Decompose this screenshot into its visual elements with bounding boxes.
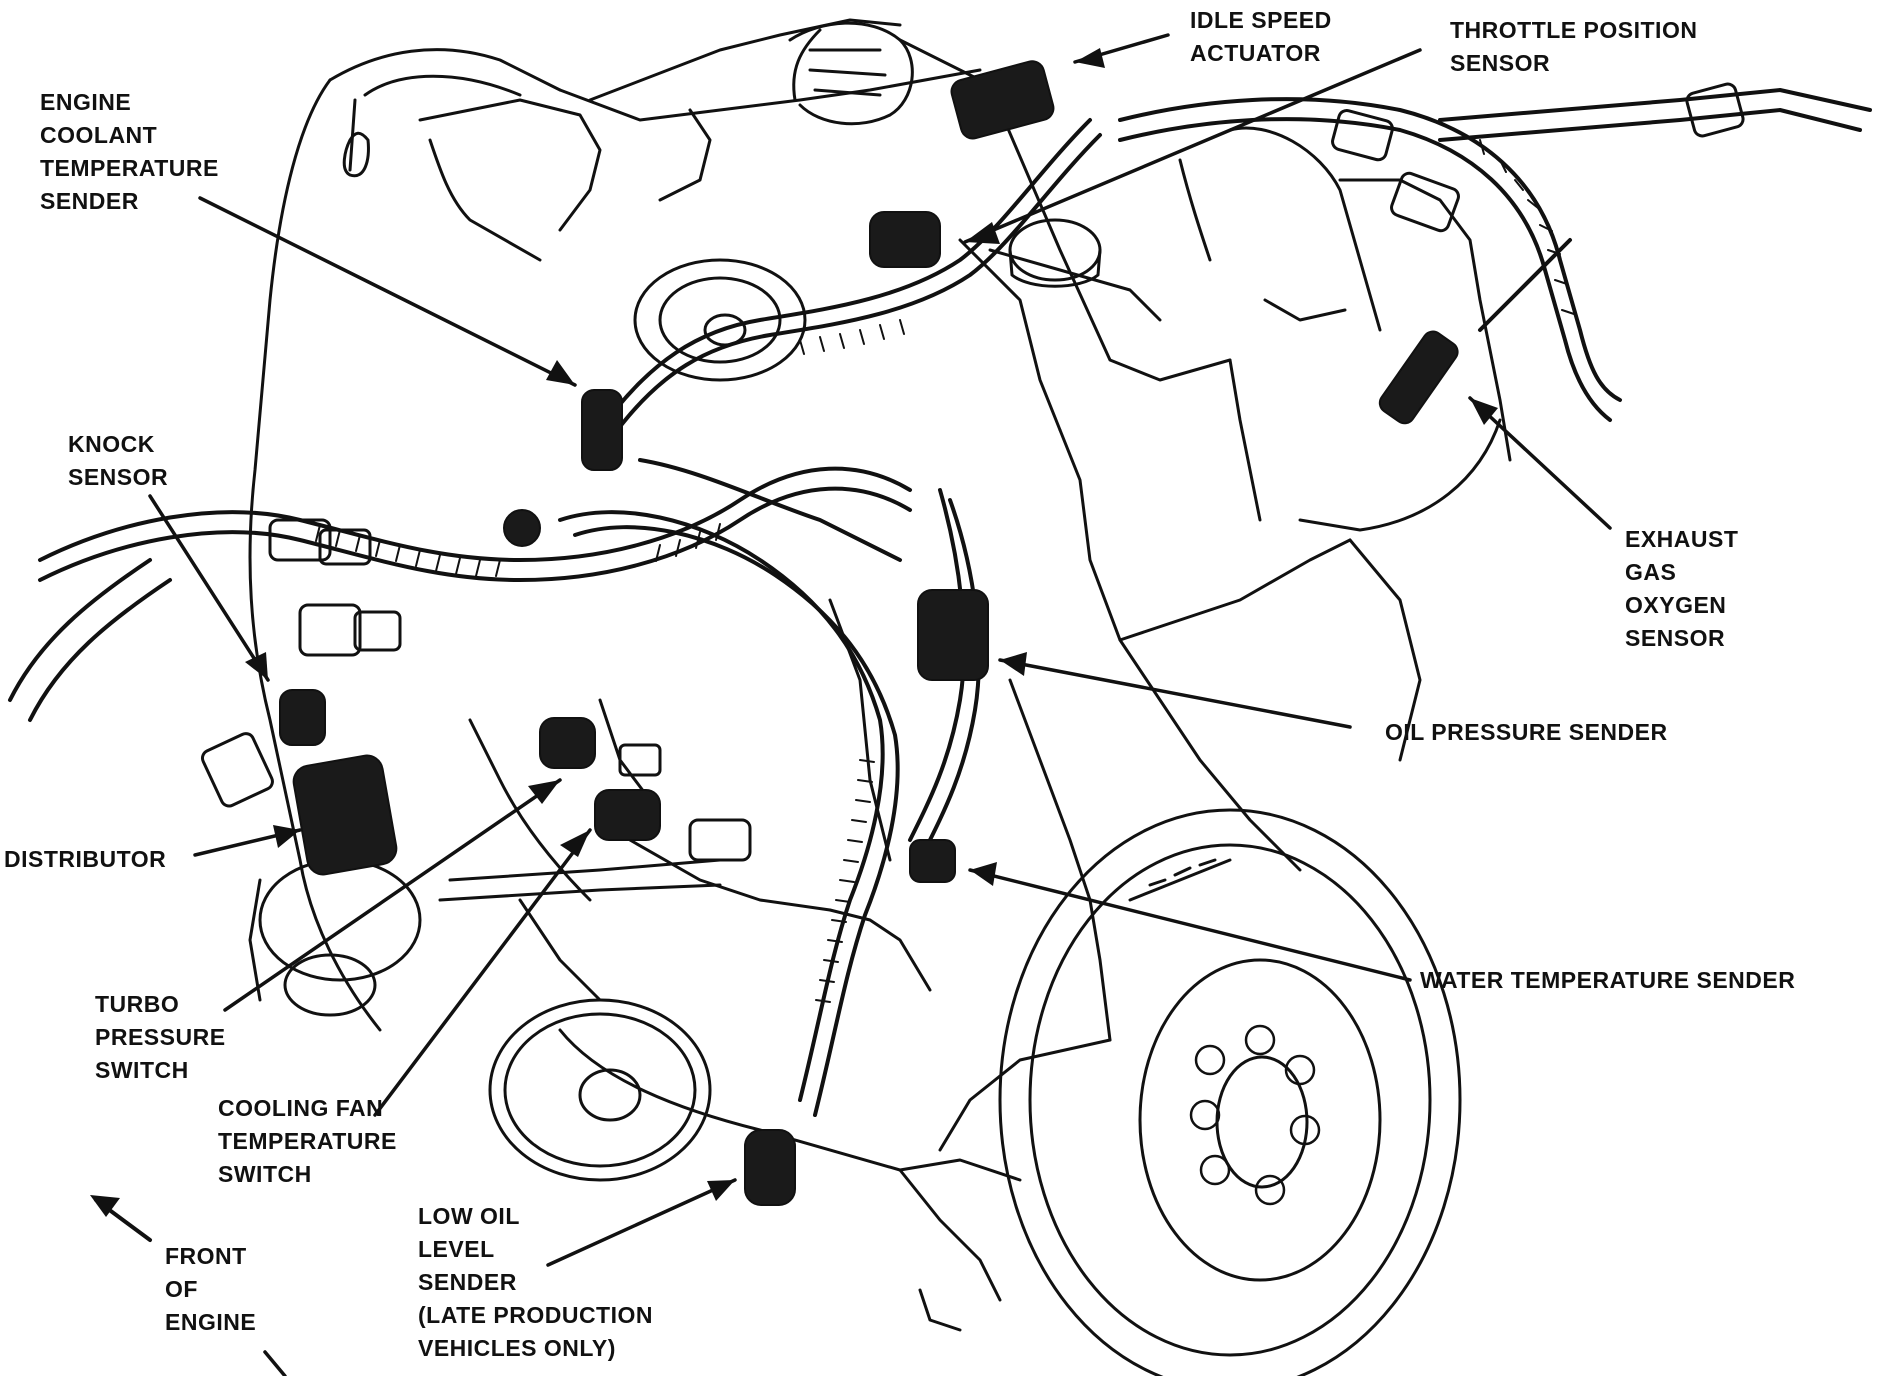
harness-connectors — [200, 82, 1745, 862]
sensor-bodies — [279, 60, 1459, 1206]
label-distributor: DISTRIBUTOR — [4, 843, 166, 876]
label-cooling-fan-temperature-switch: COOLING FAN TEMPERATURE SWITCH — [218, 1092, 397, 1191]
throttle-position-sensor-body — [869, 211, 941, 268]
label-oil-pressure-sender: OIL PRESSURE SENDER — [1385, 716, 1668, 749]
arrow-heads — [245, 48, 1498, 1201]
label-line: THROTTLE POSITION — [1450, 17, 1698, 43]
label-line: SENSOR — [1450, 50, 1551, 76]
label-line: VEHICLES ONLY) — [418, 1335, 616, 1361]
label-line: DISTRIBUTOR — [4, 846, 167, 872]
oil-pressure-sender-body — [917, 589, 989, 681]
label-line: FRONT — [165, 1243, 247, 1269]
label-line: COOLING FAN — [218, 1095, 384, 1121]
oil-filler-cap — [1008, 218, 1102, 288]
label-front-of-engine: FRONT OF ENGINE — [165, 1240, 256, 1339]
turbo-pressure-switch-body — [539, 717, 596, 769]
label-line: SWITCH — [95, 1057, 189, 1083]
label-line: TEMPERATURE — [40, 155, 219, 181]
label-line: OXYGEN — [1625, 592, 1727, 618]
label-line: ACTUATOR — [1190, 40, 1321, 66]
harness-wrap-hatching — [315, 139, 1575, 1003]
label-water-temperature-sender: WATER TEMPERATURE SENDER — [1420, 964, 1795, 997]
crankshaft-pulley — [488, 998, 712, 1182]
engine-block-outline — [248, 18, 1512, 1332]
label-line: SENSOR — [68, 464, 169, 490]
cooling-fan-temperature-switch-body — [594, 789, 661, 841]
engine-coolant-temperature-sender-body — [581, 389, 623, 471]
label-line: SWITCH — [218, 1161, 312, 1187]
label-line: COOLANT — [40, 122, 158, 148]
label-knock-sensor: KNOCK SENSOR — [68, 428, 168, 494]
label-line: KNOCK — [68, 431, 155, 457]
label-idle-speed-actuator: IDLE SPEED ACTUATOR — [1190, 4, 1332, 70]
label-line: WATER TEMPERATURE SENDER — [1420, 967, 1796, 993]
leader-arrows — [148, 33, 1612, 1376]
wiring-harness — [8, 88, 1872, 1117]
label-throttle-position-sensor: THROTTLE POSITION SENSOR — [1450, 14, 1697, 80]
knock-sensor-body — [279, 689, 326, 746]
low-oil-level-sender-body — [744, 1129, 796, 1206]
water-temperature-sender-body — [909, 839, 956, 883]
label-line: EXHAUST — [1625, 526, 1739, 552]
label-line: (LATE PRODUCTION — [418, 1302, 654, 1328]
label-line: OIL PRESSURE SENDER — [1385, 719, 1668, 745]
label-line: LEVEL — [418, 1236, 495, 1262]
label-line: ENGINE — [40, 89, 132, 115]
flywheel-bolts — [1189, 1024, 1321, 1206]
label-line: OF — [165, 1276, 198, 1302]
front-of-engine-arrow — [90, 1195, 152, 1242]
distributor-body — [292, 754, 398, 876]
exhaust-gas-oxygen-sensor-body — [1378, 330, 1459, 425]
label-line: GAS — [1625, 559, 1677, 585]
label-exhaust-gas-oxygen-sensor: EXHAUST GAS OXYGEN SENSOR — [1625, 523, 1738, 655]
label-low-oil-level-sender: LOW OIL LEVEL SENDER (LATE PRODUCTION VE… — [418, 1200, 653, 1365]
idle-speed-actuator-body — [950, 60, 1055, 140]
label-engine-coolant-temperature-sender: ENGINE COOLANT TEMPERATURE SENDER — [40, 86, 219, 218]
label-line: PRESSURE — [95, 1024, 226, 1050]
alternator — [248, 858, 422, 1017]
label-line: SENDER — [418, 1269, 517, 1295]
label-line: SENDER — [40, 188, 139, 214]
label-line: TEMPERATURE — [218, 1128, 397, 1154]
label-line: ENGINE — [165, 1309, 257, 1335]
label-turbo-pressure-switch: TURBO PRESSURE SWITCH — [95, 988, 226, 1087]
label-line: IDLE SPEED — [1190, 7, 1332, 33]
label-line: LOW OIL — [418, 1203, 520, 1229]
label-line: SENSOR — [1625, 625, 1726, 651]
label-line: TURBO — [95, 991, 180, 1017]
